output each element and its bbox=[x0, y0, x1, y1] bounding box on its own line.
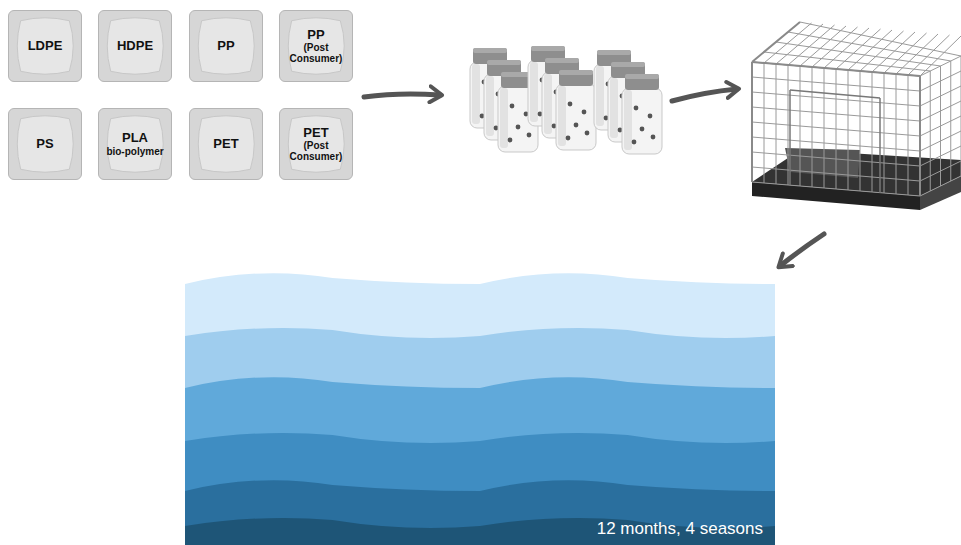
polymer-name: PS bbox=[36, 137, 53, 151]
sample-pouch: PET(Post Consumer) bbox=[279, 108, 353, 180]
polymer-name: HDPE bbox=[117, 39, 153, 53]
cage-wire bbox=[752, 77, 920, 91]
cage-wire bbox=[800, 26, 846, 66]
cage-wire bbox=[920, 86, 961, 106]
cage-wire bbox=[776, 42, 941, 66]
cage-wire bbox=[920, 116, 961, 136]
flow-arrow bbox=[780, 234, 824, 266]
cage-wire bbox=[919, 76, 921, 196]
cage-wire bbox=[920, 76, 921, 196]
polymer-name: PP bbox=[307, 28, 324, 42]
cage-wire bbox=[920, 101, 961, 121]
polymer-note: (Post Consumer) bbox=[284, 140, 348, 162]
cage-wire bbox=[920, 71, 961, 91]
cage-wire bbox=[920, 131, 961, 151]
sample-pouch: PP bbox=[189, 10, 263, 82]
cage-wire bbox=[872, 32, 915, 72]
flow-arrow bbox=[672, 89, 737, 101]
cage-wire bbox=[752, 137, 920, 151]
polymer-note: bio-polymer bbox=[106, 146, 163, 157]
polymer-name: PLA bbox=[122, 131, 148, 145]
sample-bottles bbox=[470, 46, 662, 154]
cage-wire bbox=[752, 62, 920, 76]
cage-wire bbox=[752, 152, 920, 166]
polymer-name: PET bbox=[303, 126, 328, 140]
sample-pouch: HDPE bbox=[98, 10, 172, 82]
cage-wire bbox=[752, 182, 920, 196]
cage-wire bbox=[752, 122, 920, 136]
cage-wire bbox=[764, 52, 930, 71]
cage-wire bbox=[752, 22, 800, 62]
sample-pouch: PP(Post Consumer) bbox=[279, 10, 353, 82]
cage-wire bbox=[789, 90, 791, 185]
cage-wire bbox=[752, 22, 800, 62]
cage-wire bbox=[920, 76, 921, 196]
cage-wire bbox=[752, 107, 920, 121]
sea-band: 12 months, 4 seasons bbox=[185, 270, 775, 545]
cage-wire bbox=[824, 28, 869, 68]
cage-wire bbox=[752, 62, 920, 76]
polymer-note: (Post Consumer) bbox=[284, 42, 348, 64]
sample-pouch: PS bbox=[8, 108, 82, 180]
cage-wire bbox=[920, 146, 961, 166]
cage-wire bbox=[751, 62, 753, 182]
polymer-name: LDPE bbox=[28, 39, 63, 53]
cage-wire bbox=[920, 161, 961, 181]
polymer-name: PET bbox=[213, 137, 238, 151]
sample-pouch: PET bbox=[189, 108, 263, 180]
polymer-name: PP bbox=[217, 39, 234, 53]
cage-wire bbox=[920, 36, 961, 76]
cage-wire bbox=[752, 167, 920, 181]
cage-wire bbox=[790, 90, 880, 98]
sea-layers bbox=[185, 270, 775, 545]
cage-wire bbox=[752, 62, 920, 76]
sample-pouch: PLAbio-polymer bbox=[98, 108, 172, 180]
cage-wire bbox=[800, 22, 961, 56]
cage-wire bbox=[920, 176, 961, 196]
wire-cage bbox=[752, 22, 961, 210]
cage-wire bbox=[752, 62, 753, 182]
flow-arrow bbox=[364, 94, 440, 97]
sample-pouch: LDPE bbox=[8, 10, 82, 82]
duration-label: 12 months, 4 seasons bbox=[597, 519, 763, 539]
cage-wire bbox=[879, 98, 881, 193]
